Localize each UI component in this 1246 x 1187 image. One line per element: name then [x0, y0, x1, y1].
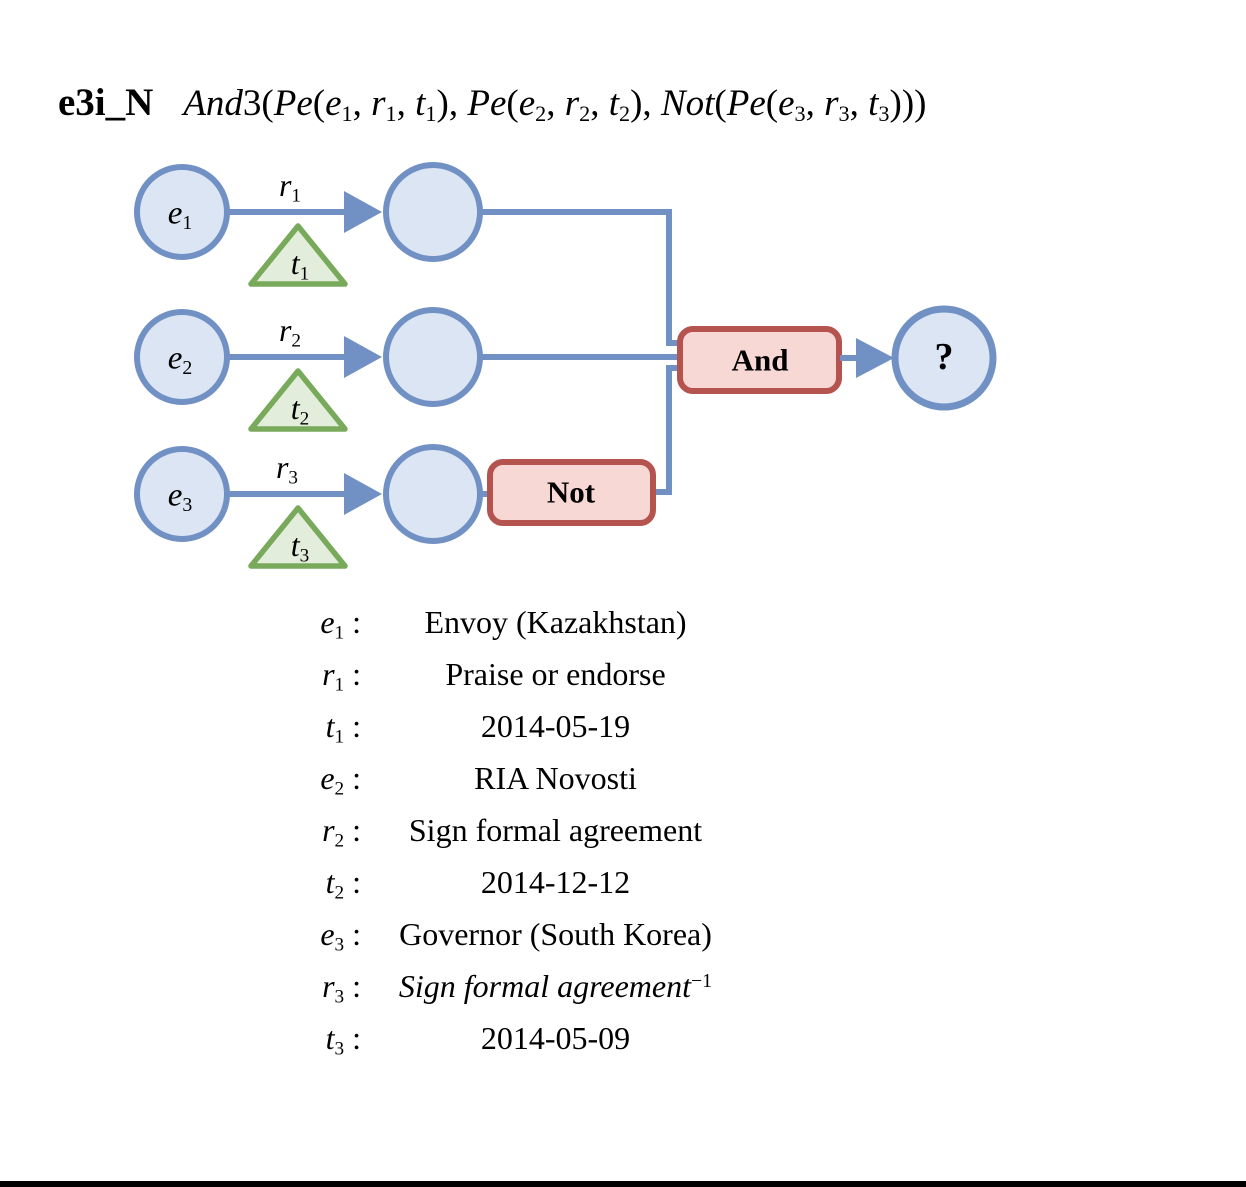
figure-title: e3i_N And3(Pe(e1, r1, t1), Pe(e2, r2, t2…: [58, 80, 926, 125]
variable-node-1: [383, 162, 483, 262]
legend-row-e1: e1 : Envoy (Kazakhstan): [285, 596, 750, 648]
legend-key: r2 :: [322, 811, 361, 851]
legend-key: r3 :: [322, 967, 361, 1007]
entity-label-e3: e3: [167, 477, 193, 517]
relation-label-r1: r1: [278, 167, 302, 207]
entity-label-e2: e2: [167, 340, 193, 380]
legend-value: RIA Novosti: [474, 759, 637, 796]
legend-value: Sign formal agreement: [408, 811, 703, 848]
legend-key: e2 :: [320, 759, 361, 799]
not-operator-label: Not: [546, 474, 596, 510]
answer-node: [891, 305, 997, 411]
relation-label-r3: r3: [275, 449, 299, 489]
legend: e1 : Envoy (Kazakhstan) r1 : Praise or e…: [285, 596, 750, 1064]
connector-not-to-and: [653, 365, 681, 495]
time-label-t2: t2: [290, 390, 310, 430]
legend-row-t1: t1 : 2014-05-19: [285, 700, 750, 752]
legend-value: 2014-12-12: [480, 863, 631, 900]
legend-key: r1 :: [322, 655, 361, 695]
legend-row-r1: r1 : Praise or endorse: [285, 648, 750, 700]
legend-key: t3 :: [325, 1019, 361, 1059]
legend-value: 2014-05-19: [480, 707, 631, 744]
answer-label: ?: [934, 336, 954, 378]
legend-value: Governor (South Korea): [399, 915, 712, 952]
entity-node-e2: [134, 309, 230, 405]
relation-arrow-r3-head: [344, 473, 382, 515]
legend-value: Sign formal agreement−1: [398, 967, 713, 1004]
variable-node-2: [383, 307, 483, 407]
legend-row-r2: r2 : Sign formal agreement: [285, 804, 750, 856]
relation-arrow-r1-head: [344, 191, 382, 233]
time-triangle-t1: [248, 223, 348, 287]
legend-row-e3: e3 : Governor (South Korea): [285, 908, 750, 960]
legend-value: 2014-05-09: [480, 1019, 631, 1056]
legend-row-t2: t2 : 2014-12-12: [285, 856, 750, 908]
legend-row-r3: r3 : Sign formal agreement−1: [285, 960, 750, 1012]
legend-key: e3 :: [320, 915, 361, 955]
and-operator-box: [677, 326, 842, 394]
variable-node-3: [383, 444, 483, 544]
relation-label-r2: r2: [278, 312, 302, 352]
relation-arrow-r2-head: [344, 336, 382, 378]
legend-key: t1 :: [325, 707, 361, 747]
entity-node-e3: [134, 446, 230, 542]
time-label-t3: t3: [290, 527, 310, 567]
entity-label-e1: e1: [167, 195, 193, 235]
legend-row-e2: e2 : RIA Novosti: [285, 752, 750, 804]
and-operator-label: And: [731, 342, 789, 378]
legend-row-t3: t3 : 2014-05-09: [285, 1012, 750, 1064]
arrow-and-to-answer-head: [856, 338, 894, 378]
legend-value: Envoy (Kazakhstan): [424, 603, 687, 640]
legend-key: t2 :: [325, 863, 361, 903]
query-formula: And3(Pe(e1, r1, t1), Pe(e2, r2, t2), Not…: [183, 83, 927, 127]
time-triangle-t3: [248, 505, 348, 569]
time-triangle-t2: [248, 368, 348, 432]
legend-key: e1 :: [320, 603, 361, 643]
not-operator-box: [487, 459, 656, 526]
legend-value: Praise or endorse: [445, 655, 666, 692]
connector-row1-to-and: [480, 209, 681, 346]
time-label-t1: t1: [290, 245, 310, 285]
entity-node-e1: [134, 164, 230, 260]
query-type-tag: e3i_N: [58, 81, 154, 124]
bottom-rule: [0, 1181, 1246, 1187]
